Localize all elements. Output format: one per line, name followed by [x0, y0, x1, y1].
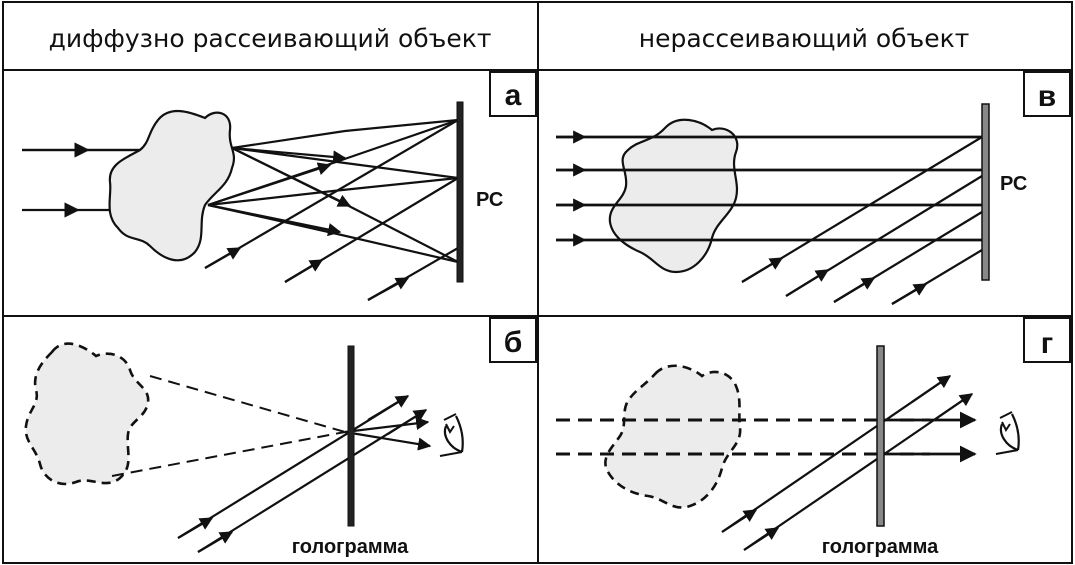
panel-v: в РС: [556, 71, 1071, 305]
virtual-ray: [149, 375, 346, 433]
panel-g-tag-box: [1023, 317, 1071, 363]
reference-beam: [741, 136, 983, 305]
panel-a-tag: а: [505, 79, 522, 112]
virtual-beams: [556, 411, 977, 463]
panel-a: а РС: [22, 71, 537, 301]
panel-g: г голограмма: [556, 317, 1071, 558]
diffuse-object: [108, 110, 236, 262]
virtual-object: [604, 364, 742, 509]
detector-label: РС: [1000, 173, 1027, 195]
scattered-rays: [207, 118, 459, 264]
panel-v-tag: в: [1038, 80, 1056, 113]
hologram-plate: [347, 345, 355, 527]
diffracted-rays: [344, 416, 432, 451]
header-diffuse-object: диффузно рассеивающий объект: [49, 24, 492, 53]
detector-plate: [456, 101, 464, 283]
reconstruction-beam: [721, 375, 974, 551]
hologram-plate: [876, 345, 885, 527]
virtual-ray: [111, 431, 346, 477]
reference-beam: [204, 119, 459, 301]
panel-b-tag-box: [489, 317, 537, 363]
reconstruction-beam: [177, 395, 428, 553]
nonscattering-object: [608, 118, 739, 274]
panel-a-tag-box: [489, 71, 537, 117]
object-beams: [556, 130, 982, 247]
detector-plate: [981, 103, 990, 281]
header-nonscattering-object: нерассеивающий объект: [639, 24, 970, 53]
eye-icon: [995, 411, 1020, 455]
panel-b-tag: б: [504, 326, 523, 359]
hologram-label: голограмма: [822, 536, 939, 558]
panel-v-tag-box: [1023, 71, 1071, 117]
panel-g-tag: г: [1041, 327, 1054, 360]
panel-b: б голограмма: [24, 317, 537, 558]
virtual-object: [24, 342, 150, 486]
detector-label: РС: [476, 189, 503, 211]
hologram-label: голограмма: [292, 536, 409, 558]
eye-icon: [439, 413, 464, 457]
